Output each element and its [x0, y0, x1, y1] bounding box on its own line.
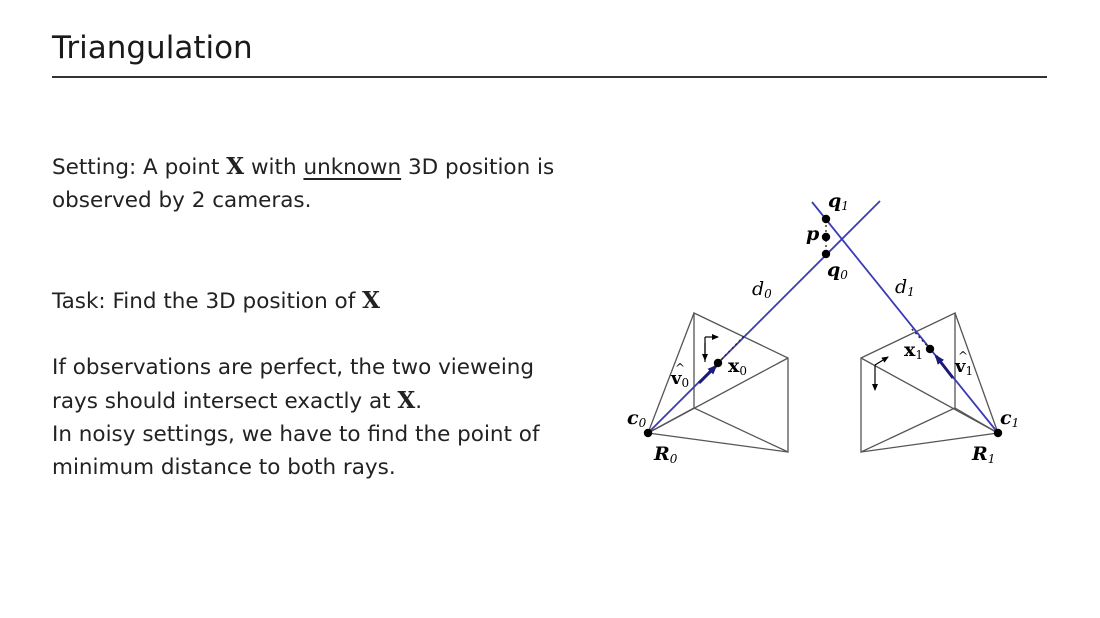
label-x1: x1 — [904, 339, 923, 362]
label-p: p — [806, 223, 820, 245]
label-c0: c0 — [627, 407, 647, 430]
setting-text-2: with — [244, 155, 304, 180]
right-camera-frustum — [860, 311, 999, 454]
observation-period: . — [415, 389, 423, 414]
left-camera-frustum — [647, 311, 789, 454]
label-d0: d0 — [752, 278, 772, 301]
point-x0 — [713, 358, 723, 368]
observation-text-1: If observations are perfect, the two vie… — [52, 355, 535, 414]
observation-paragraph: If observations are perfect, the two vie… — [52, 351, 572, 484]
task-text: Task: Find the 3D position of — [52, 289, 363, 314]
label-q0: q0 — [827, 259, 848, 282]
point-q1 — [821, 214, 831, 224]
observation-x-symbol: X — [397, 387, 416, 414]
setting-text-1: Setting: A point — [52, 155, 227, 180]
slide-title: Triangulation — [52, 30, 253, 66]
left-image-axes — [702, 334, 719, 362]
task-x-symbol: X — [362, 287, 380, 314]
right-image-axes — [872, 356, 889, 391]
setting-text-3: 3D position is observed by 2 cameras. — [52, 155, 555, 213]
point-c1 — [993, 428, 1003, 438]
triangulation-diagram: q1 p q0 d0 d1 x0 x1 v0 ^ v1 ^ c0 c1 R0 R… — [627, 190, 1019, 466]
label-d1: d1 — [895, 276, 915, 299]
label-v1: v1 — [954, 356, 973, 378]
v1-arrow — [934, 354, 955, 379]
label-q1: q1 — [828, 190, 849, 213]
label-x0: x0 — [728, 355, 747, 378]
setting-paragraph: Setting: A point X with unknown 3D posit… — [52, 150, 572, 217]
task-paragraph: Task: Find the 3D position of X — [52, 284, 572, 318]
v0-arrow — [697, 364, 718, 385]
observation-text-2: In noisy settings, we have to find the p… — [52, 422, 540, 480]
point-x1 — [925, 344, 935, 354]
point-q0 — [821, 249, 831, 259]
ray-1 — [811, 201, 999, 434]
point-x-symbol: X — [226, 153, 245, 180]
label-c1: c1 — [1000, 407, 1019, 430]
point-p — [821, 232, 831, 242]
unknown-underlined: unknown — [303, 155, 402, 180]
title-divider — [52, 76, 1047, 78]
label-v0-hat: ^ — [675, 361, 685, 375]
label-R1: R1 — [971, 443, 995, 466]
label-v1-hat: ^ — [958, 349, 968, 363]
label-v0: v0 — [670, 368, 689, 390]
point-c0 — [643, 428, 653, 438]
ray-0-dotted-segment — [717, 333, 747, 364]
ray-0 — [647, 200, 881, 434]
label-R0: R0 — [653, 443, 678, 466]
